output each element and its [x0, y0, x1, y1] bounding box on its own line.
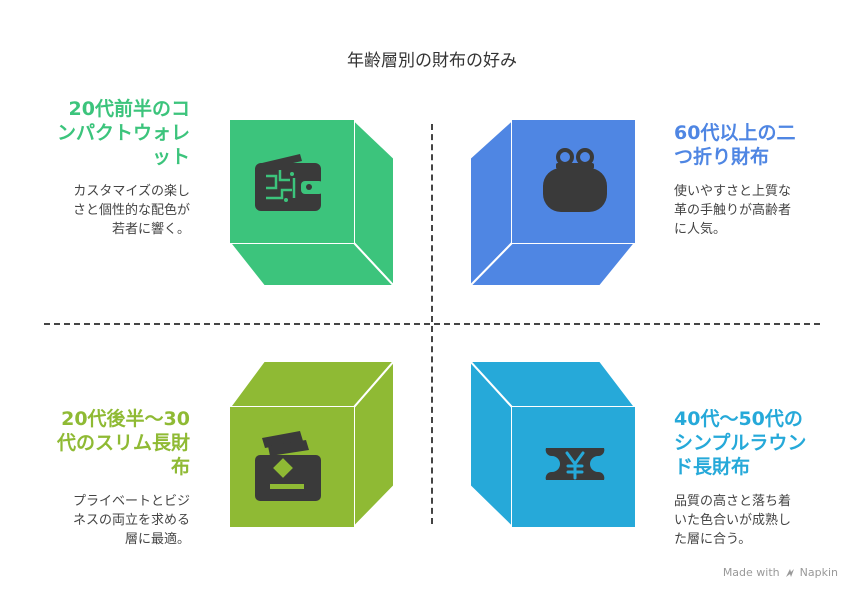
heading-line: ット [151, 146, 190, 168]
desc-young-compact-wallet: カスタマイズの楽し さと個性的な配色が 若者に響く。 [20, 182, 190, 239]
heading-young-compact-wallet: 20代前半のコ ンパクトウォレ ット [20, 97, 190, 169]
heading-round-long-wallet: 40代〜50代の シンプルラウン ド長財布 [674, 407, 854, 479]
heading-line: 布 [170, 456, 190, 478]
made-with-label: Made with [722, 566, 780, 579]
coin-purse-icon [543, 148, 607, 212]
desc-line: 若者に響く。 [111, 222, 190, 237]
desc-line: た層に合う。 [674, 532, 752, 547]
desc-line: いた色合いが成熟し [674, 513, 792, 528]
heading-line: 20代後半〜30 [61, 408, 190, 430]
desc-round-long-wallet: 品質の高さと落ち着 いた色合いが成熟し た層に合う。 [674, 492, 854, 549]
desc-line: 革の手触りが高齢者 [674, 203, 792, 218]
wallet-icon [255, 154, 323, 211]
yen-wallet-icon [545, 448, 605, 480]
desc-line: カスタマイズの楽し [73, 184, 190, 199]
desc-line: さと個性的な配色が [72, 203, 190, 218]
desc-line: ネスの両立を求める [72, 513, 190, 528]
heading-line: 代のスリム長財 [56, 432, 190, 454]
heading-senior-bifold-wallet: 60代以上の二 つ折り財布 [674, 121, 854, 169]
heading-line: ド長財布 [674, 456, 751, 478]
heading-slim-long-wallet: 20代後半〜30 代のスリム長財 布 [20, 407, 190, 479]
desc-line: 品質の高さと落ち着 [674, 494, 792, 509]
page-title: 年齢層別の財布の好み [347, 51, 517, 71]
cube-top-right [467, 117, 638, 289]
heading-line: 40代〜50代の [674, 408, 803, 430]
heading-line: つ折り財布 [674, 146, 770, 168]
heading-line: シンプルラウン [674, 432, 807, 454]
desc-line: に人気。 [674, 222, 727, 237]
cube-bottom-left [228, 358, 397, 530]
desc-line: 使いやすさと上質な [674, 184, 792, 199]
horizontal-divider [44, 323, 820, 325]
napkin-brand-label: Napkin [799, 566, 838, 579]
cube-bottom-right [467, 358, 638, 530]
desc-line: プライベートとビジ [72, 494, 190, 509]
desc-slim-long-wallet: プライベートとビジ ネスの両立を求める 層に最適。 [20, 492, 190, 549]
desc-senior-bifold-wallet: 使いやすさと上質な 革の手触りが高齢者 に人気。 [674, 182, 854, 239]
heading-line: 20代前半のコ [68, 98, 190, 120]
desc-line: 層に最適。 [124, 532, 190, 547]
card-wallet-icon [255, 431, 321, 501]
heading-line: 60代以上の二 [674, 122, 796, 144]
napkin-logo-icon [785, 568, 794, 577]
heading-line: ンパクトウォレ [56, 122, 190, 144]
made-with-napkin[interactable]: Made with Napkin [723, 566, 838, 579]
cube-top-left [227, 117, 397, 289]
